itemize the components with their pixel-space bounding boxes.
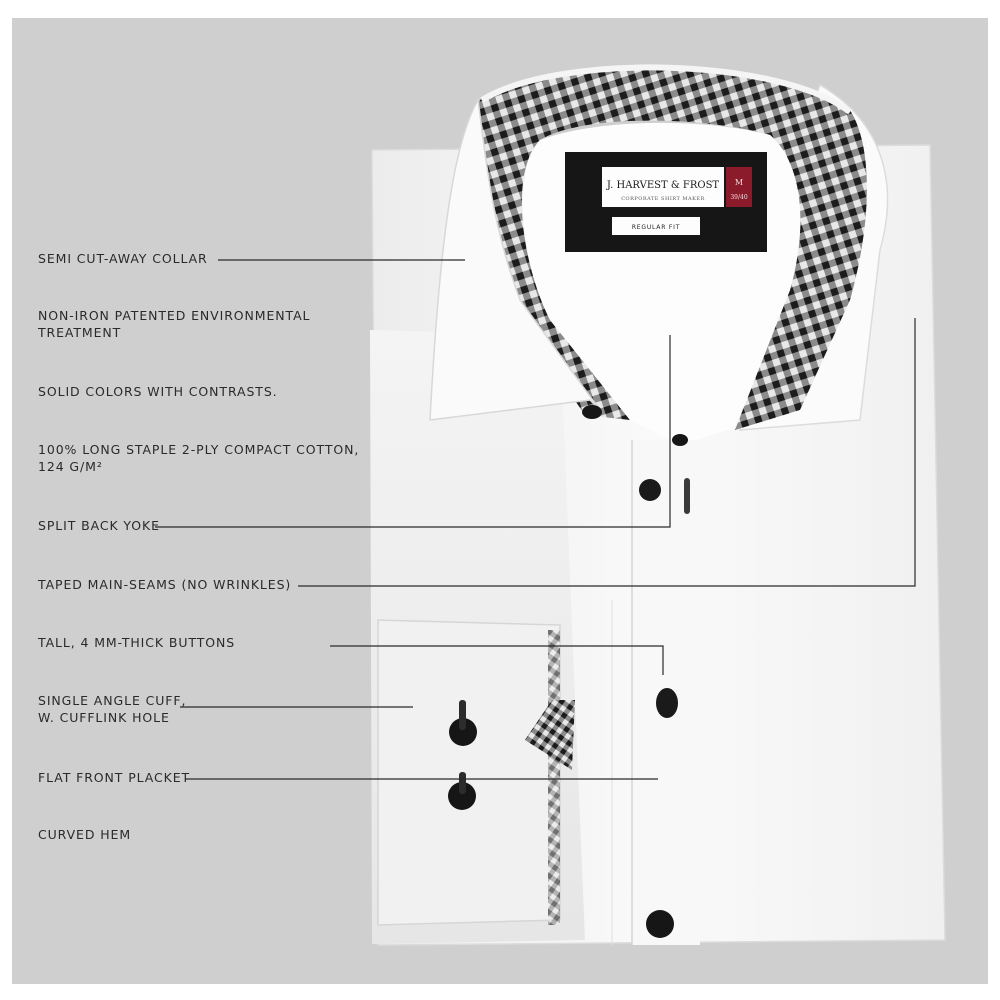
fit-tag: REGULAR FIT xyxy=(632,224,680,231)
collar-button-right xyxy=(672,434,688,446)
feature-cotton: 100% LONG STAPLE 2-PLY COMPACT COTTON, 1… xyxy=(38,442,360,474)
collar-left xyxy=(429,97,601,421)
feature-non-iron: NON-IRON PATENTED ENVIRONMENTAL TREATMEN… xyxy=(38,308,311,340)
feature-seams: TAPED MAIN-SEAMS (NO WRINKLES) xyxy=(38,577,292,592)
brand-name: J. HARVEST & FROST xyxy=(606,180,720,191)
buttonhole-top xyxy=(684,478,690,514)
feature-hem: CURVED HEM xyxy=(38,827,132,842)
placket-button xyxy=(656,688,678,718)
collar-gingham-band xyxy=(472,65,867,431)
feature-placket: FLAT FRONT PLACKET xyxy=(38,770,191,785)
feature-contrasts: SOLID COLORS WITH CONTRASTS. xyxy=(38,384,278,399)
feature-cuff: SINGLE ANGLE CUFF, W. CUFFLINK HOLE xyxy=(38,693,187,725)
top-button xyxy=(639,479,661,501)
leader-yoke xyxy=(155,335,671,528)
brand-label: J. HARVEST & FROST CORPORATE SHIRT MAKER… xyxy=(565,152,767,252)
shirt-buttons xyxy=(448,405,690,938)
size-numbers: 39/40 xyxy=(730,194,747,201)
feature-collar: SEMI CUT-AWAY COLLAR xyxy=(38,251,208,266)
hem-button xyxy=(646,910,674,938)
leader-seams xyxy=(298,318,916,587)
cuff-button-2 xyxy=(448,782,476,810)
size-letter: M xyxy=(735,178,743,187)
feature-yoke: SPLIT BACK YOKE xyxy=(38,518,160,533)
leader-lines xyxy=(155,259,916,780)
brand-tagline: CORPORATE SHIRT MAKER xyxy=(621,196,705,202)
leader-buttons xyxy=(330,645,664,675)
feature-buttons: TALL, 4 MM-THICK BUTTONS xyxy=(38,635,236,650)
cuff-button-1 xyxy=(449,718,477,746)
collar-button-left xyxy=(582,405,602,419)
